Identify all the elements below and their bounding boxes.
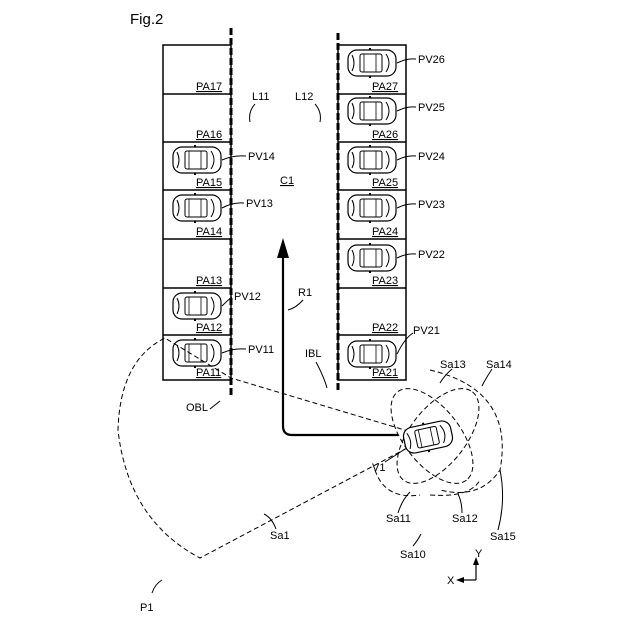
parked-vehicle-icon [348, 48, 396, 78]
area-label: PA16 [196, 129, 222, 141]
position-label: P1 [140, 602, 153, 614]
area-label: PA12 [196, 322, 222, 334]
parked-vehicle-icon [348, 193, 396, 223]
line-label-l11: L11 [252, 91, 270, 103]
parked-vehicle-icon [173, 145, 221, 175]
vehicle-leader [385, 449, 405, 462]
pv-label: PV14 [248, 151, 275, 163]
host-vehicle-icon [401, 417, 454, 456]
figure-title: Fig.2 [130, 11, 163, 28]
pv-label: PV11 [248, 344, 274, 356]
area-label: PA22 [372, 322, 398, 334]
parked-vehicle-icon [348, 339, 396, 369]
route-arrowhead [277, 238, 289, 258]
ibl-label: IBL [305, 348, 322, 360]
route-label: R1 [298, 287, 312, 299]
corridor-label: C1 [280, 175, 294, 187]
area-label: PA14 [196, 226, 222, 238]
ibl-leader [316, 362, 327, 388]
sensor-label: Sa11 [386, 513, 411, 525]
sensor-label: Sa13 [440, 359, 466, 371]
pv-label: PV13 [246, 198, 273, 210]
sensor-area-sa12 [430, 480, 480, 495]
obl-leader [210, 401, 220, 409]
area-label: PA17 [196, 81, 222, 93]
pv-label: PV25 [418, 102, 445, 114]
pv-label: PV21 [413, 325, 440, 337]
vehicle-label: V1 [372, 462, 385, 474]
route-leader [288, 300, 303, 310]
parked-vehicle-icon [173, 291, 221, 321]
sensor-labels: Sa1 Sa10 Sa11 Sa12 Sa13 Sa14 Sa15 [270, 359, 516, 561]
area-label: PA25 [372, 177, 398, 189]
axes-indicator: Y X [447, 548, 483, 587]
l12-leader [315, 104, 320, 122]
area-label: PA11 [196, 367, 221, 379]
sensor-label: Sa12 [452, 513, 478, 525]
sensor-label: Sa14 [486, 359, 512, 371]
area-label: PA23 [372, 275, 398, 287]
area-label: PA13 [196, 275, 222, 287]
pv-label: PV12 [234, 291, 261, 303]
area-label: PA26 [372, 129, 398, 141]
line-label-l12: L12 [295, 91, 313, 103]
parked-vehicle-icon [173, 338, 221, 368]
position-leader [152, 580, 162, 593]
axis-x-label: X [447, 575, 455, 587]
sensor-label: Sa1 [270, 530, 290, 542]
parked-vehicle-icon [348, 96, 396, 126]
obl-label: OBL [186, 402, 208, 414]
pv-label: PV23 [418, 199, 445, 211]
sensor-areas [118, 338, 502, 558]
sensor-label: Sa15 [490, 531, 516, 543]
pv-label: PV26 [418, 54, 445, 66]
axis-y-label: Y [475, 548, 483, 560]
area-label: PA27 [372, 81, 398, 93]
pv-label: PV22 [418, 249, 445, 261]
area-label: PA21 [372, 367, 398, 379]
parked-vehicle-icon [348, 243, 396, 273]
pv-label: PV24 [418, 151, 445, 163]
parked-vehicle-icon [348, 145, 396, 175]
parked-vehicle-icon [173, 193, 221, 223]
area-label: PA15 [196, 177, 222, 189]
l11-leader [250, 104, 255, 122]
sensor-label: Sa10 [400, 549, 426, 561]
area-label: PA24 [372, 226, 398, 238]
